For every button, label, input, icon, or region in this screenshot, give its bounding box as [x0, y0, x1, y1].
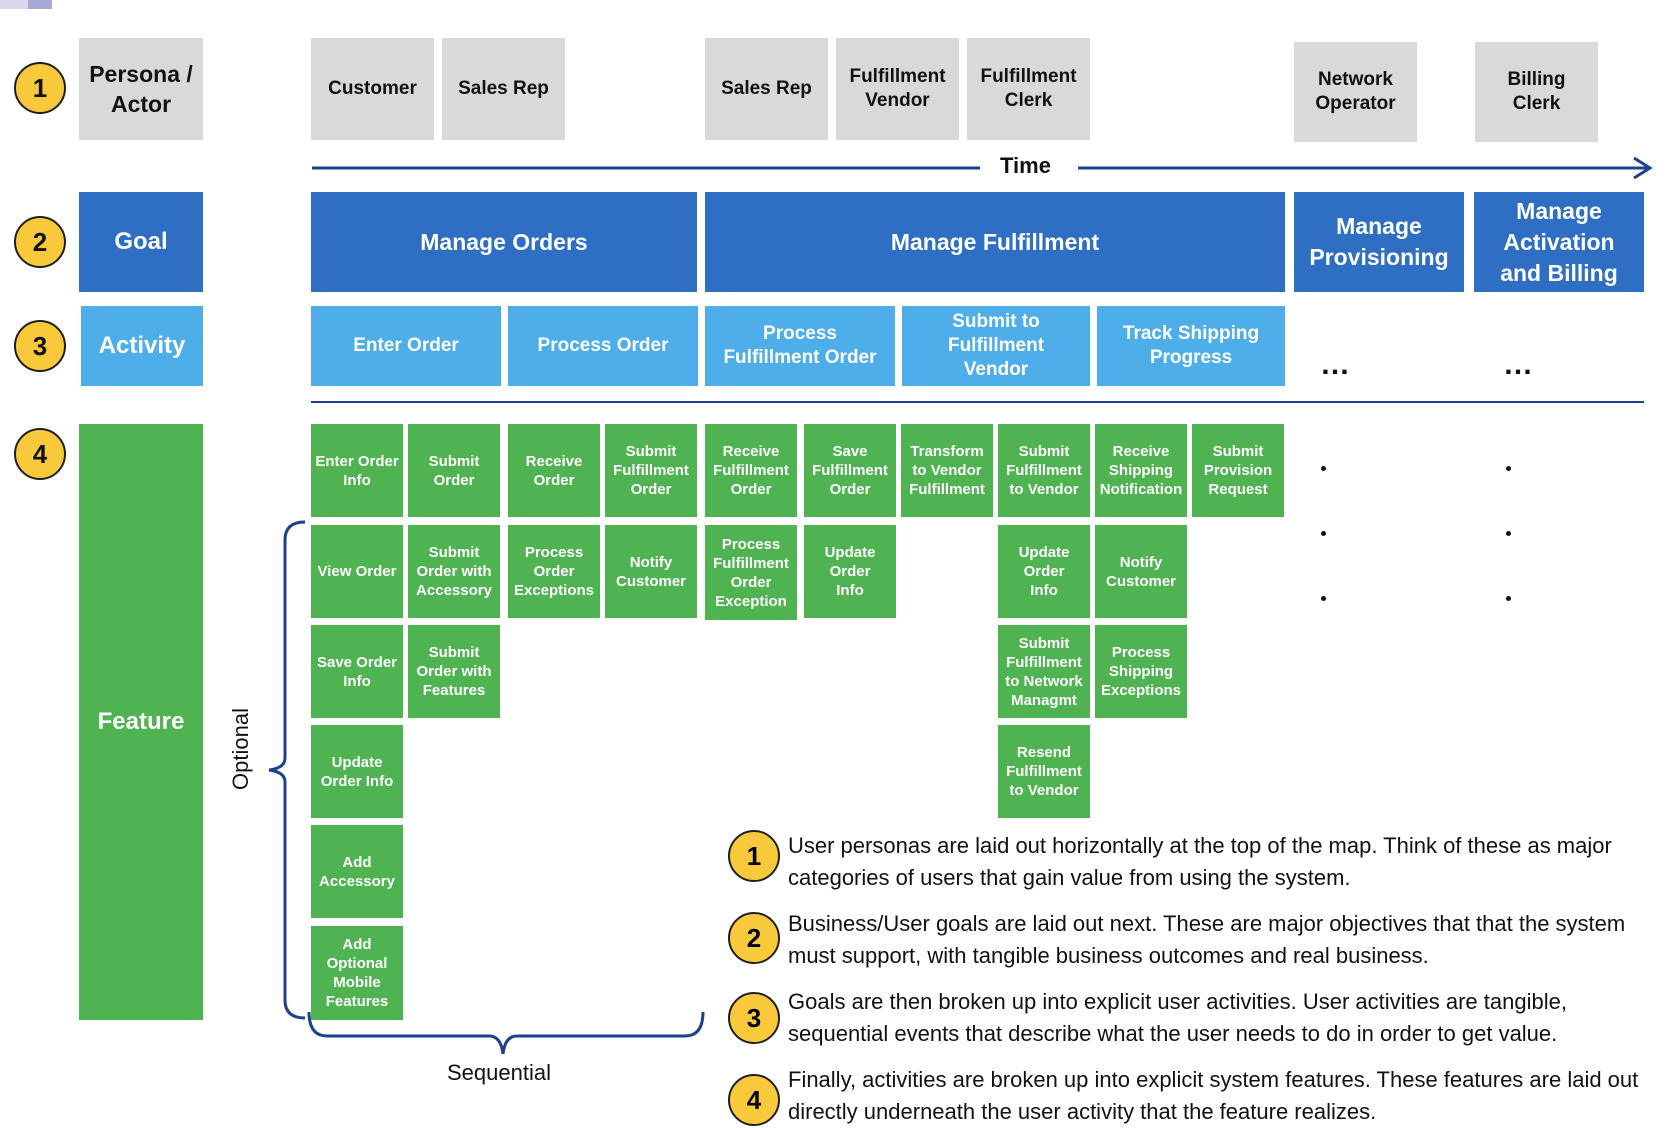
feature-process-order-exceptions: Process Order Exceptions: [508, 525, 600, 618]
sequential-label: Sequential: [447, 1060, 551, 1085]
row-label-persona: Persona / Actor: [79, 38, 203, 140]
feature-receive-order: Receive Order: [508, 424, 600, 517]
time-label: Time: [1000, 153, 1051, 178]
note-text-2: Business/User goals are laid out next. T…: [788, 911, 1626, 968]
note-badge-2: 2: [728, 912, 780, 964]
note-badge-1: 1: [728, 830, 780, 882]
time-axis: [312, 156, 1653, 180]
feature-submit-fulfillment-to-vendor: Submit Fulfillment to Vendor: [998, 424, 1090, 517]
feature-add-accessory: Add Accessory: [311, 825, 403, 918]
feature-enter-order-info: Enter Order Info: [311, 424, 403, 517]
activity-process-order: Process Order: [508, 306, 698, 386]
feature-transform-to-vendor-fulfillment: Transform to Vendor Fulfillment: [901, 424, 993, 517]
feature-receive-fulfillment-order: Receive Fulfillment Order: [705, 424, 797, 517]
optional-bracket: [268, 520, 306, 1020]
persona-network-operator: Network Operator: [1294, 42, 1417, 142]
feature-dot: [1506, 466, 1511, 471]
feature-dot: [1506, 531, 1511, 536]
feature-process-fulfillment-order-exception: Process Fulfillment Order Exception: [705, 525, 797, 620]
feature-update-order-info-3: Update Order Info: [998, 525, 1090, 618]
persona-billing-clerk: Billing Clerk: [1475, 42, 1598, 142]
persona-fulfillment-vendor: Fulfillment Vendor: [836, 38, 959, 140]
feature-view-order: View Order: [311, 525, 403, 618]
activity-submit-to-fulfillment-vendor: Submit to Fulfillment Vendor: [902, 306, 1090, 386]
persona-fulfillment-clerk: Fulfillment Clerk: [967, 38, 1090, 140]
persona-sales-rep: Sales Rep: [442, 38, 565, 140]
feature-process-shipping-exceptions: Process Shipping Exceptions: [1095, 625, 1187, 718]
feature-save-fulfillment-order: Save Fulfillment Order: [804, 424, 896, 517]
feature-submit-order: Submit Order: [408, 424, 500, 517]
row-badge-4: 4: [14, 428, 66, 480]
activity-process-fulfillment-order: Process Fulfillment Order: [705, 306, 895, 386]
feature-notify-customer-2: Notify Customer: [1095, 525, 1187, 618]
feature-dot: [1506, 596, 1511, 601]
activity-ellipsis-1: …: [1320, 348, 1350, 381]
feature-update-order-info-2: Update Order Info: [804, 525, 896, 618]
row-label-activity: Activity: [81, 306, 203, 386]
feature-resend-fulfillment-to-vendor: Resend Fulfillment to Vendor: [998, 725, 1090, 818]
activity-feature-divider: [311, 401, 1644, 403]
note-badge-4: 4: [728, 1074, 780, 1126]
feature-add-optional-mobile-features: Add Optional Mobile Features: [311, 926, 403, 1020]
row-label-feature: Feature: [79, 424, 203, 1020]
goal-manage-provisioning: Manage Provisioning: [1294, 192, 1464, 292]
feature-dot: [1321, 466, 1326, 471]
feature-submit-fulfillment-to-network: Submit Fulfillment to Network Managmt: [998, 625, 1090, 718]
sequential-bracket: [307, 1011, 705, 1055]
feature-dot: [1321, 596, 1326, 601]
feature-submit-provision-request: Submit Provision Request: [1192, 424, 1284, 517]
row-badge-2: 2: [14, 216, 66, 268]
row-label-goal: Goal: [79, 192, 203, 292]
note-text-1: User personas are laid out horizontally …: [788, 833, 1612, 890]
persona-sales-rep-2: Sales Rep: [705, 38, 828, 140]
optional-label: Optional: [228, 708, 253, 790]
feature-save-order-info: Save Order Info: [311, 625, 403, 718]
row-badge-1: 1: [14, 62, 66, 114]
goal-manage-orders: Manage Orders: [311, 192, 697, 292]
feature-receive-shipping-notification: Receive Shipping Notification: [1095, 424, 1187, 517]
goal-manage-fulfillment: Manage Fulfillment: [705, 192, 1285, 292]
row-badge-3: 3: [14, 320, 66, 372]
feature-submit-order-with-features: Submit Order with Features: [408, 625, 500, 718]
feature-dot: [1321, 531, 1326, 536]
feature-update-order-info: Update Order Info: [311, 725, 403, 818]
goal-manage-activation-billing: Manage Activation and Billing: [1474, 192, 1644, 292]
persona-customer: Customer: [311, 38, 434, 140]
feature-submit-fulfillment-order: Submit Fulfillment Order: [605, 424, 697, 517]
activity-ellipsis-2: …: [1503, 348, 1533, 381]
activity-enter-order: Enter Order: [311, 306, 501, 386]
corner-decoration-light: [0, 0, 28, 9]
feature-notify-customer: Notify Customer: [605, 525, 697, 618]
activity-track-shipping-progress: Track Shipping Progress: [1097, 306, 1285, 386]
note-text-4: Finally, activities are broken up into e…: [788, 1067, 1639, 1124]
feature-submit-order-with-accessory: Submit Order with Accessory: [408, 525, 500, 618]
note-badge-3: 3: [728, 992, 780, 1044]
note-text-3: Goals are then broken up into explicit u…: [788, 989, 1567, 1046]
